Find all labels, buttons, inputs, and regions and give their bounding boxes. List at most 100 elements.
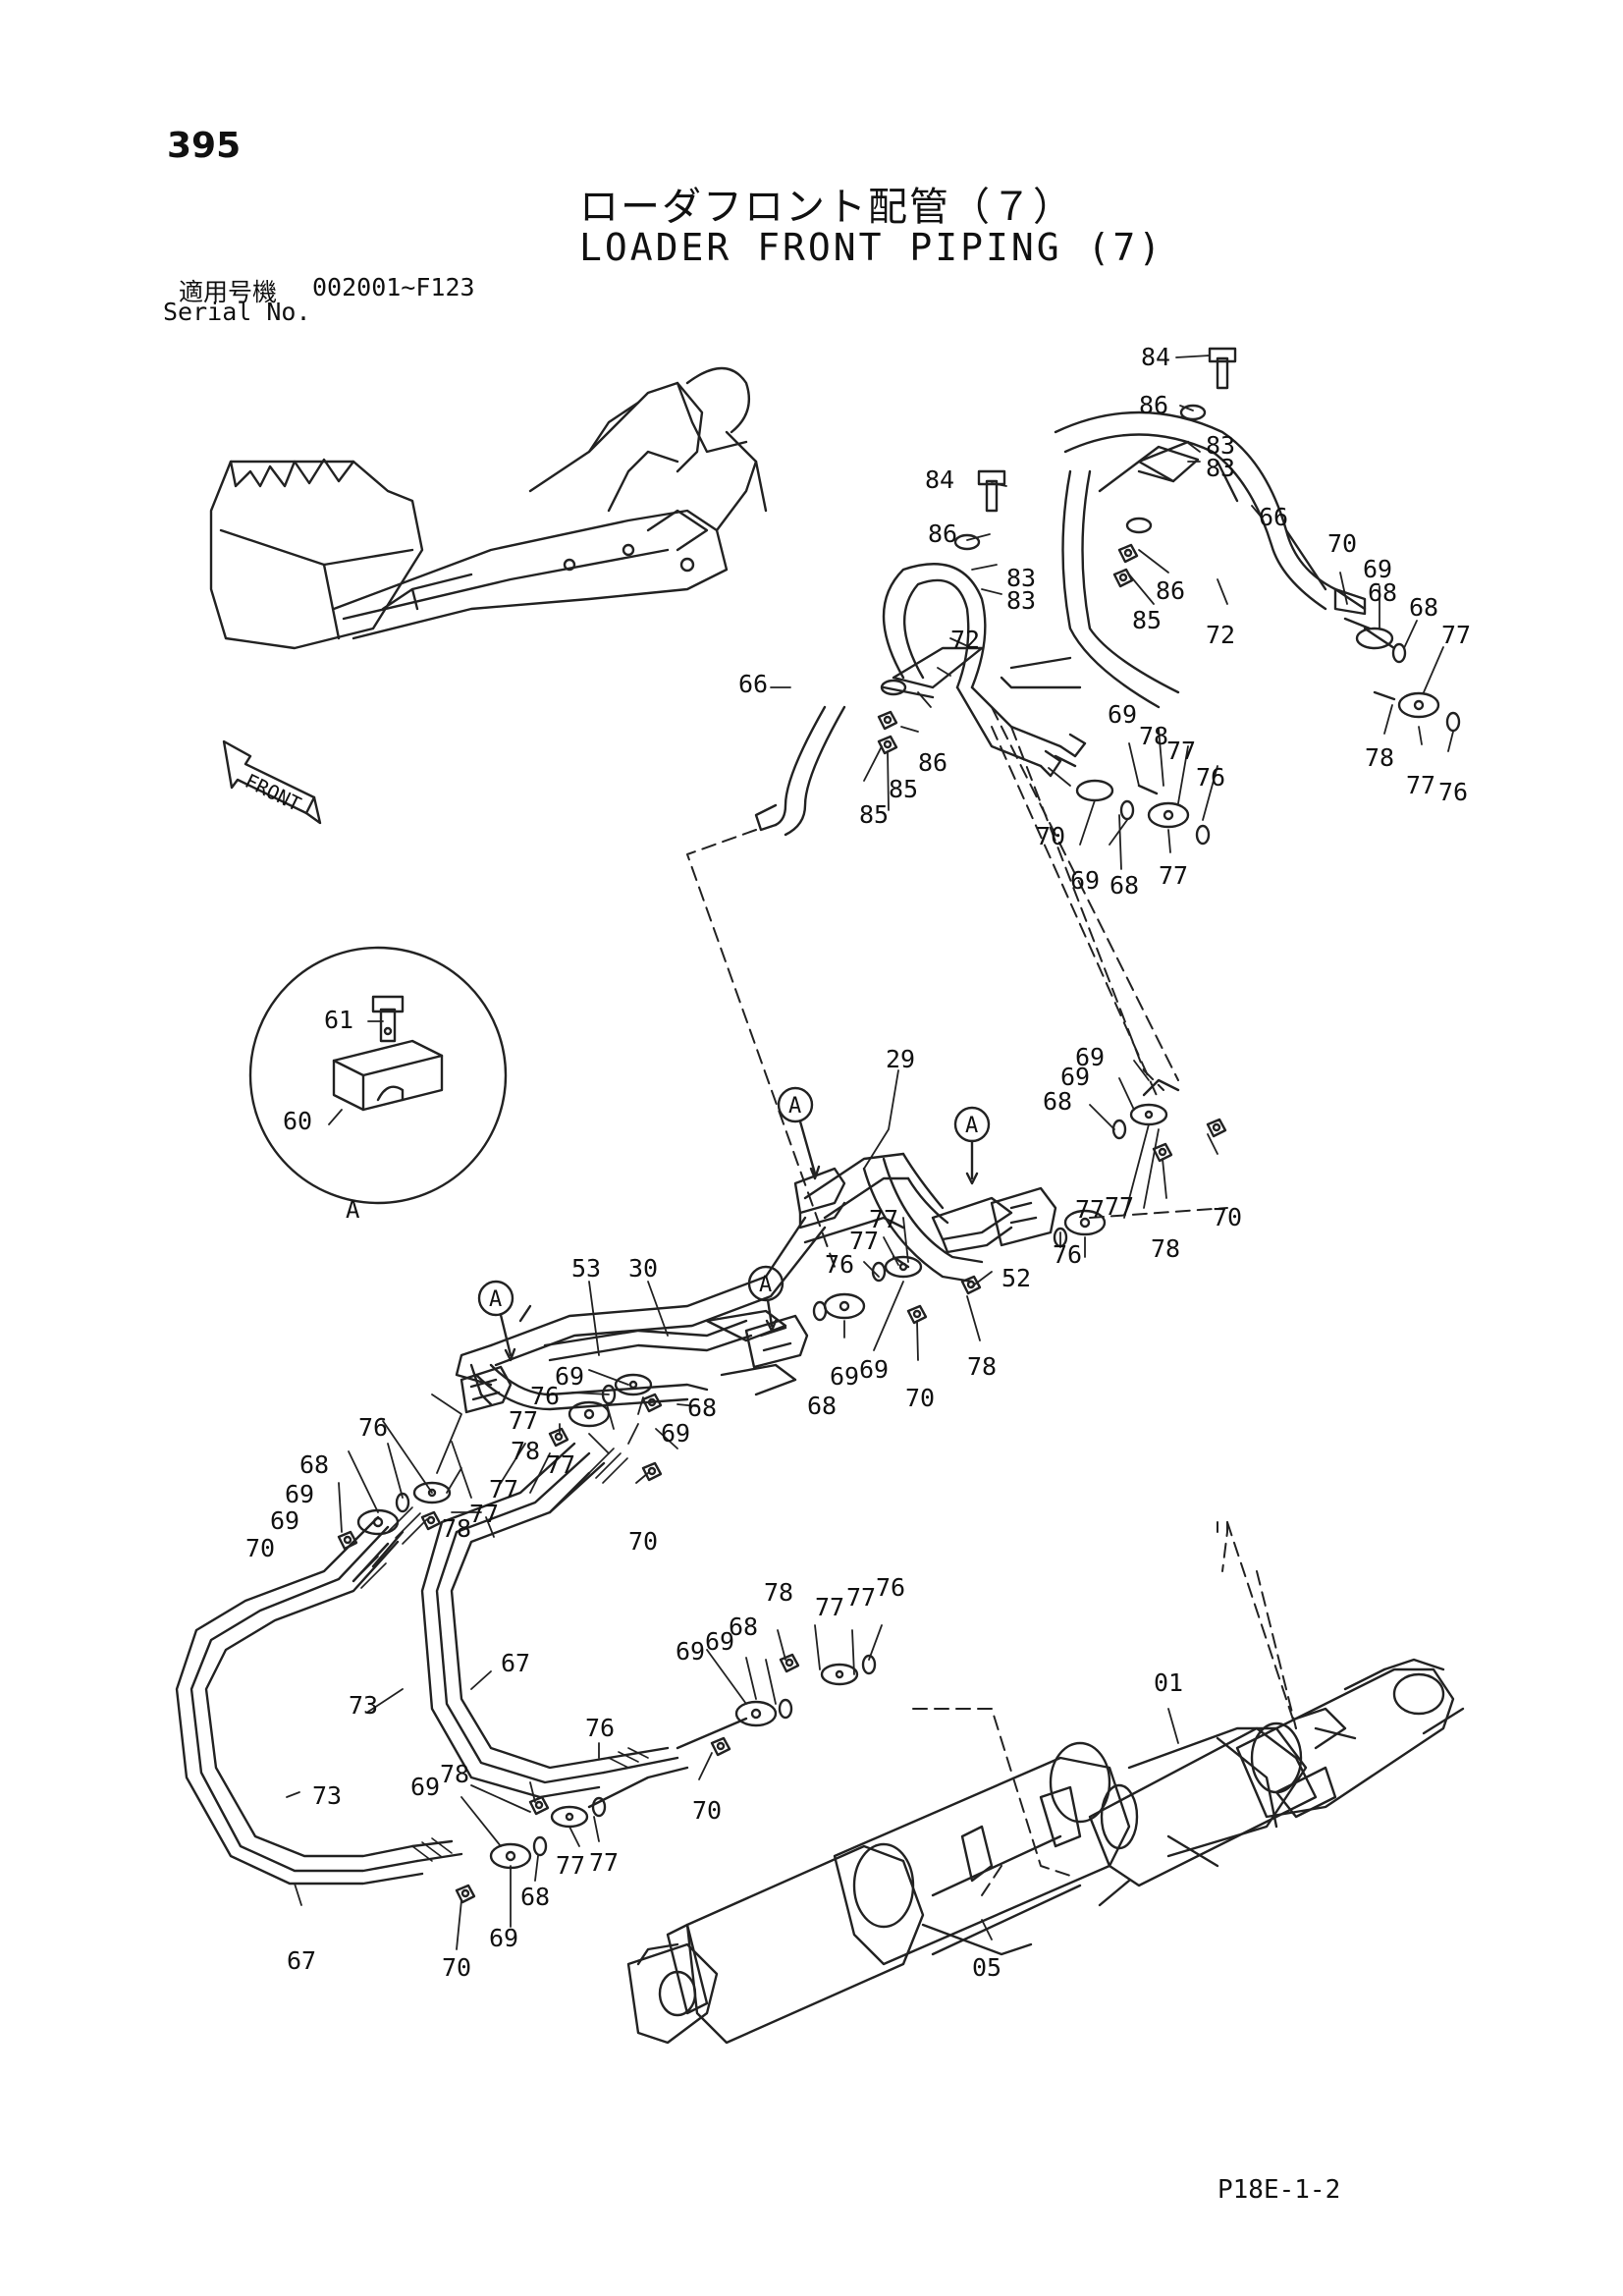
callout-label: 70	[1213, 1203, 1242, 1231]
callout-label: 77	[1159, 861, 1188, 890]
callout-label: 72	[950, 626, 980, 654]
lower-hoses	[175, 1442, 679, 1886]
lower-flanges	[455, 1653, 877, 1904]
callout-label: 76	[585, 1714, 615, 1742]
callout-label: 69	[830, 1362, 859, 1391]
callout-label: 77	[1105, 1192, 1134, 1221]
callout-label: 78	[440, 1760, 469, 1788]
a-reference-markers	[477, 1086, 991, 1362]
callout-label: 69	[676, 1637, 705, 1666]
callout-label: 76	[876, 1573, 905, 1602]
callout-label: 76	[1438, 778, 1468, 806]
callout-label: 69	[1108, 700, 1137, 729]
callout-label: 67	[287, 1946, 316, 1975]
callout-label: 85	[859, 800, 889, 829]
callout-label: 77	[556, 1851, 585, 1880]
callout-label: 01	[1154, 1668, 1183, 1697]
callout-label: 69	[285, 1480, 314, 1508]
callout-label: 68	[687, 1394, 717, 1422]
a-marker-label: A	[489, 1287, 502, 1312]
callout-label: 69	[410, 1773, 440, 1801]
callout-label: 76	[358, 1413, 388, 1442]
serial-label-english: Serial No.	[163, 298, 311, 326]
callout-label: 70	[692, 1796, 722, 1825]
callout-label: 70	[442, 1953, 471, 1982]
front-label: FRONT	[242, 769, 305, 816]
callout-label: 69	[1075, 1043, 1105, 1071]
callout-label: 70	[1327, 529, 1357, 558]
callout-label: 83	[1206, 431, 1235, 460]
page-number: 395	[167, 126, 242, 166]
callout-label: 30	[628, 1254, 658, 1283]
callout-label: 83	[1006, 564, 1036, 592]
hardware-top	[877, 347, 1461, 846]
callout-label: 52	[1001, 1264, 1031, 1292]
callout-label: 61	[324, 1006, 353, 1034]
callout-label: 29	[886, 1045, 915, 1073]
callout-label: 77	[849, 1227, 879, 1255]
dashed-connectors	[686, 706, 1297, 1896]
callout-label: 69	[705, 1627, 734, 1656]
callout-label: 78	[764, 1578, 793, 1607]
detail-view-a	[248, 946, 508, 1205]
hose-fittings-lower	[352, 1448, 649, 1862]
callout-label: 72	[1206, 621, 1235, 649]
callout-label: 69	[859, 1355, 889, 1384]
callout-label: 70	[628, 1527, 658, 1556]
leader-lines	[286, 355, 1454, 1950]
loader-overview-sketch	[209, 366, 768, 650]
callout-label: 77	[846, 1583, 876, 1612]
callout-label: 70	[245, 1534, 275, 1562]
callout-label: 77	[815, 1593, 844, 1621]
title-english: LOADER FRONT PIPING (7)	[579, 226, 1164, 269]
callout-label: 78	[1139, 722, 1168, 750]
callout-label: 76	[1196, 763, 1225, 792]
callout-label: 70	[905, 1384, 935, 1412]
callout-label: 68	[729, 1613, 758, 1641]
callout-label: 86	[918, 748, 947, 777]
callout-label: 68	[1409, 593, 1438, 622]
callout-label: 73	[349, 1691, 378, 1720]
callout-label: 76	[825, 1250, 854, 1279]
cylinders	[626, 1658, 1465, 2045]
middle-clamps	[460, 1167, 1057, 1414]
callout-label: 78	[1151, 1234, 1180, 1263]
middle-pipes	[455, 1152, 1013, 1411]
callout-label: 77	[1441, 621, 1471, 649]
callout-label: 84	[1141, 343, 1170, 371]
callout-label: 73	[312, 1781, 342, 1810]
callout-label: 83	[1206, 454, 1235, 482]
callout-label: 86	[928, 519, 957, 548]
front-direction-arrow	[222, 739, 322, 825]
callout-label: 68	[1109, 871, 1139, 900]
serial-label-japanese: 適用号機	[179, 278, 278, 306]
callout-label: 78	[511, 1437, 540, 1465]
callout-label: 78	[442, 1514, 471, 1543]
callout-label: 76	[1053, 1240, 1082, 1269]
document-code: P18E-1-2	[1217, 2175, 1341, 2205]
detail-view-caption: A	[346, 1196, 360, 1224]
callout-label: 77	[509, 1406, 538, 1435]
middle-flanges	[337, 1078, 1227, 1551]
callout-label: 68	[299, 1450, 329, 1479]
callout-label: 68	[520, 1883, 550, 1911]
callout-label: 77	[869, 1205, 898, 1233]
callout-label: 77	[589, 1848, 619, 1877]
callout-label: 69	[661, 1419, 690, 1448]
callout-label: 78	[1365, 743, 1394, 772]
callout-numbers: 84 86 83 83 66 70 69 68 68 77 86 85 72 7…	[245, 343, 1471, 1982]
callout-label: 85	[889, 775, 918, 803]
callout-label: 86	[1156, 576, 1185, 605]
callout-label: 85	[1132, 606, 1162, 634]
callout-label: 77	[1075, 1195, 1105, 1224]
a-marker-label: A	[965, 1114, 978, 1138]
callout-label: 68	[807, 1392, 837, 1420]
callout-label: 69	[555, 1362, 584, 1391]
callout-label: 67	[501, 1649, 530, 1677]
serial-range: 002001~F123	[312, 273, 475, 301]
callout-label: 77	[1406, 771, 1435, 799]
callout-label: 77	[546, 1450, 575, 1479]
callout-label: 66	[1259, 503, 1288, 531]
callout-label: 83	[1006, 586, 1036, 615]
